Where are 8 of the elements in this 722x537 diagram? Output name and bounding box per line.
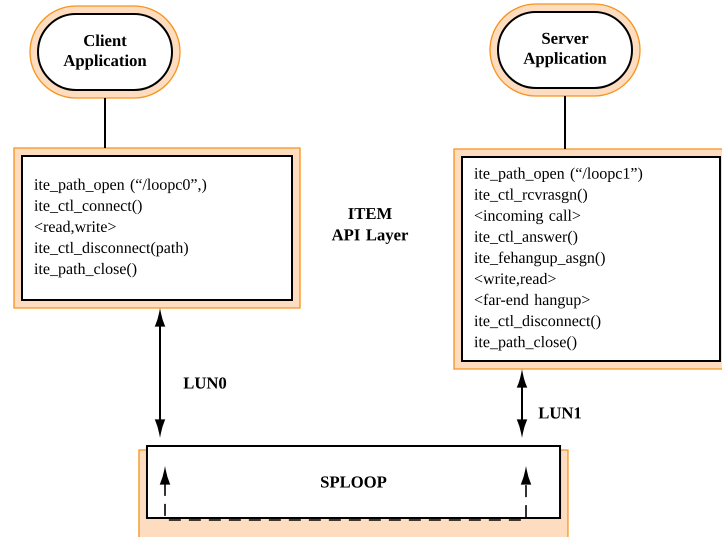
edge-label: LUN0 xyxy=(182,376,228,390)
api-call-box: ite_path_open (“/loopc0”,) ite_ctl_connect() <read,write> ite_ctl_disconnect(path) ite_path_close() xyxy=(13,147,301,309)
application-terminal: Server Application xyxy=(489,3,641,97)
api-call-box: ite_path_open (“/loopc1”) ite_ctl_rcvrasgn() <incoming call> ite_ctl_answer() ite_fehangup_asgn() <write,read> <far-end hangup> ite_ctl_disconnect() ite_path_close() xyxy=(453,148,722,370)
edge-label: LUN1 xyxy=(536,406,584,420)
application-terminal: Client Application xyxy=(29,5,181,99)
loopback-box: SPLOOP xyxy=(138,445,569,537)
layer-label: ITEM API Layer xyxy=(332,208,408,244)
